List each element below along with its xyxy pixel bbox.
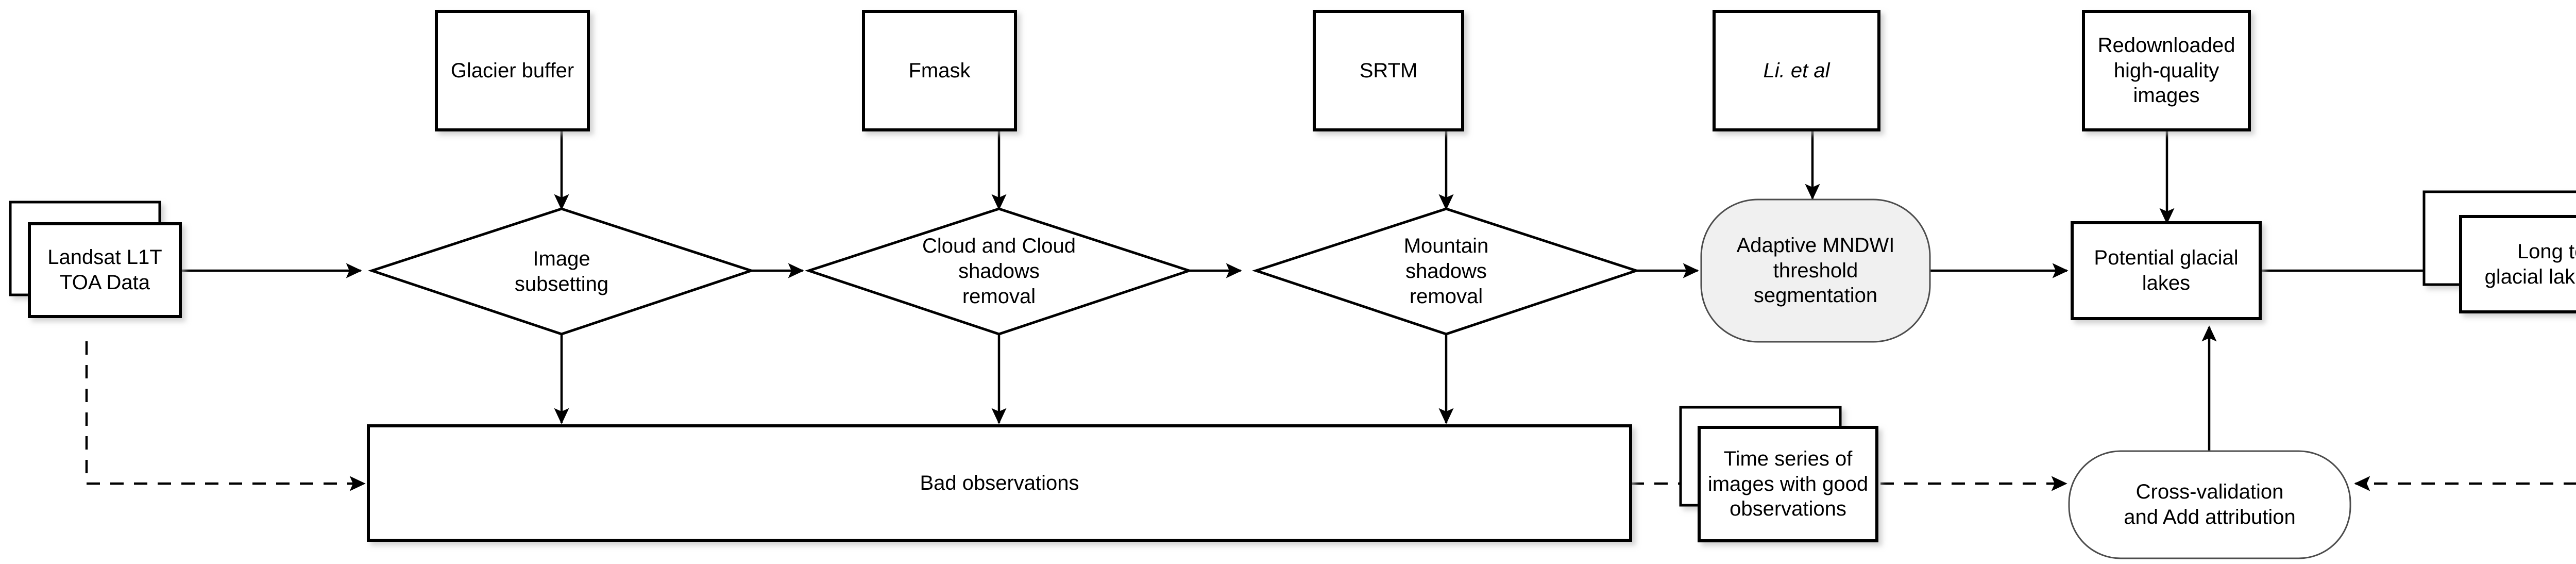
srtm-node[interactable] <box>1313 10 1464 131</box>
li-et-al-node[interactable] <box>1713 10 1880 131</box>
redownloaded-images-node[interactable] <box>2082 10 2251 131</box>
glacier-buffer-node[interactable] <box>435 10 590 131</box>
edge-landsat-to-bad-observations <box>85 341 366 491</box>
cross-validation-node[interactable] <box>2068 450 2351 559</box>
bad-observations-node[interactable] <box>367 424 1632 542</box>
potential-glacial-lakes-node[interactable] <box>2071 221 2262 320</box>
image-subsetting-node[interactable] <box>368 207 755 336</box>
time-series-node[interactable] <box>1698 426 1878 542</box>
landsat-node[interactable] <box>28 222 182 318</box>
adaptive-mndwi-node[interactable] <box>1700 198 1931 343</box>
long-term-maps-node[interactable] <box>2459 215 2576 313</box>
edge-long-term-maps-to-cross-validation <box>2354 476 2576 491</box>
mountain-shadows-removal-node[interactable] <box>1252 207 1640 336</box>
cloud-removal-node[interactable] <box>805 207 1193 336</box>
fmask-node[interactable] <box>862 10 1017 131</box>
